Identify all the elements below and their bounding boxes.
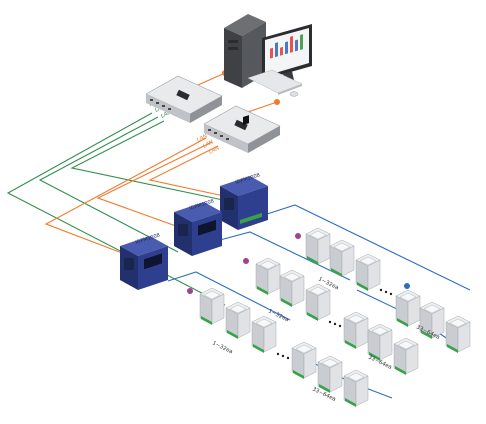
lan-label: LAN: [208, 145, 220, 155]
monitor-icon: [262, 24, 312, 83]
continuation-dots: [276, 288, 393, 360]
terminal-block: [357, 282, 368, 291]
io-module: [255, 257, 281, 295]
terminal-block: [227, 330, 238, 339]
terminal-block: [307, 256, 318, 265]
bus-line: [167, 271, 291, 321]
orange-cable-2: [96, 141, 213, 227]
io-module: [291, 341, 317, 379]
terminator-dot: [187, 288, 193, 294]
keyboard-icon: [247, 69, 303, 95]
terminal-block: [395, 366, 406, 375]
io-module: [343, 311, 369, 349]
lan-label: LAN: [160, 109, 172, 119]
upstream-cable-1: [197, 72, 226, 86]
io-module: [279, 269, 305, 307]
mouse-icon: [289, 91, 299, 97]
lan-cable-3: [70, 120, 224, 201]
lan-label: LAN: [196, 133, 208, 143]
terminal-block: [421, 330, 432, 339]
network-switch-2: [203, 105, 281, 153]
port-dot: [274, 99, 280, 105]
terminal-block: [281, 298, 292, 307]
io-module: [355, 253, 381, 291]
io-module: [305, 227, 331, 265]
orange-cable-3: [148, 145, 225, 197]
io-module: [445, 315, 471, 353]
orange-cable-1: [44, 137, 207, 254]
io-module: [395, 289, 421, 327]
io-module: [343, 369, 369, 407]
controller-3: IDPM1008: [120, 232, 168, 290]
orange-lan-labels: LAN LAN LAN: [196, 133, 220, 155]
lan-label: LAN: [202, 139, 214, 149]
bus-terminators: [187, 233, 301, 294]
io-module: [305, 283, 331, 321]
terminal-block: [331, 268, 342, 277]
terminal-block: [307, 312, 318, 321]
terminal-block: [253, 344, 264, 353]
junction-dot: [404, 283, 410, 289]
controller-2: IDPM1008: [174, 198, 222, 256]
terminal-block: [345, 398, 356, 407]
io-module: [317, 355, 343, 393]
terminal-block: [319, 384, 330, 393]
pc-tower-icon: [224, 14, 266, 88]
terminal-block: [293, 370, 304, 379]
bus-line: [263, 204, 471, 291]
range-label: 1~32ea: [211, 340, 233, 355]
controller-1: IDPM1008: [220, 115, 268, 230]
workstation: [224, 14, 312, 97]
terminal-block: [257, 286, 268, 295]
io-module: [329, 239, 355, 277]
io-module: [419, 301, 445, 339]
link-cables: [44, 72, 278, 254]
terminal-block: [369, 352, 380, 361]
terminal-block: [447, 344, 458, 353]
io-module: [225, 301, 251, 339]
upstream-cable-2: [247, 101, 278, 113]
terminal-block: [201, 316, 212, 325]
io-module: [199, 287, 225, 325]
io-module: [393, 337, 419, 375]
io-modules: [199, 227, 471, 407]
lan-cable-2: [38, 116, 179, 253]
io-module: [251, 315, 277, 353]
network-switch-1: [145, 75, 223, 123]
terminator-dot: [243, 258, 249, 264]
terminal-block: [345, 340, 356, 349]
io-module: [367, 323, 393, 361]
terminator-dot: [295, 233, 301, 239]
terminal-block: [397, 318, 408, 327]
